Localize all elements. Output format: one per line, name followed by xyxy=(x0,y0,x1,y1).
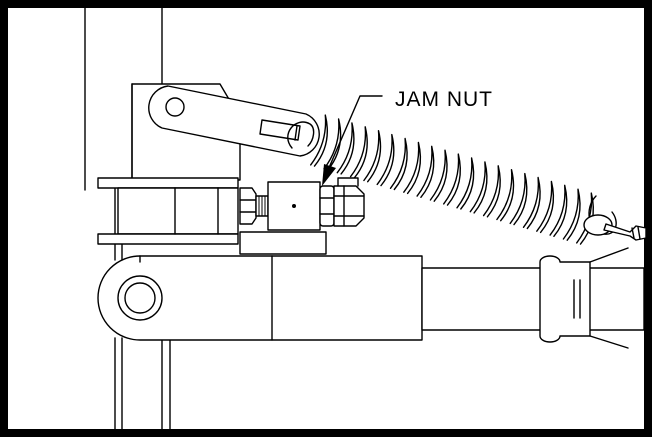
spring-coil xyxy=(549,184,568,237)
cable-eye-bolt xyxy=(583,214,647,241)
leader-arrowhead xyxy=(322,164,336,186)
jam-nut-leader xyxy=(322,95,383,186)
jam-nut-label: JAM NUT xyxy=(395,88,493,111)
spring-coil xyxy=(456,157,475,210)
jam-nut xyxy=(319,185,335,227)
spring-coil xyxy=(536,180,555,234)
lever-pivot-hole xyxy=(165,97,185,117)
spring-coil xyxy=(429,149,448,202)
spring-coil xyxy=(349,126,368,179)
main-arm xyxy=(97,255,423,341)
spring-coil xyxy=(522,176,541,230)
spring-coil xyxy=(562,188,581,241)
spring-coil xyxy=(376,133,395,187)
arm-extension xyxy=(421,247,645,349)
clevis-bracket xyxy=(97,177,239,245)
adjuster-assembly xyxy=(239,177,365,231)
lever-slot xyxy=(259,119,301,141)
spacer-block xyxy=(239,231,327,255)
spring-coil xyxy=(496,169,515,222)
spring-coil xyxy=(482,165,501,218)
spring-coil xyxy=(509,172,528,226)
spring-coil xyxy=(389,137,408,191)
lever-arm xyxy=(148,85,320,157)
spring-coil xyxy=(310,114,328,167)
left-hex-nut xyxy=(239,187,257,225)
spring-coil xyxy=(336,122,355,175)
spring-coil xyxy=(363,130,382,183)
hex-nut xyxy=(333,185,365,227)
spring-coil xyxy=(323,118,342,171)
arm-pivot-bore xyxy=(124,282,156,314)
spring-coil xyxy=(416,145,435,198)
spring-coil xyxy=(403,141,422,195)
spring-coil xyxy=(443,153,461,206)
spring-coil xyxy=(469,161,488,214)
